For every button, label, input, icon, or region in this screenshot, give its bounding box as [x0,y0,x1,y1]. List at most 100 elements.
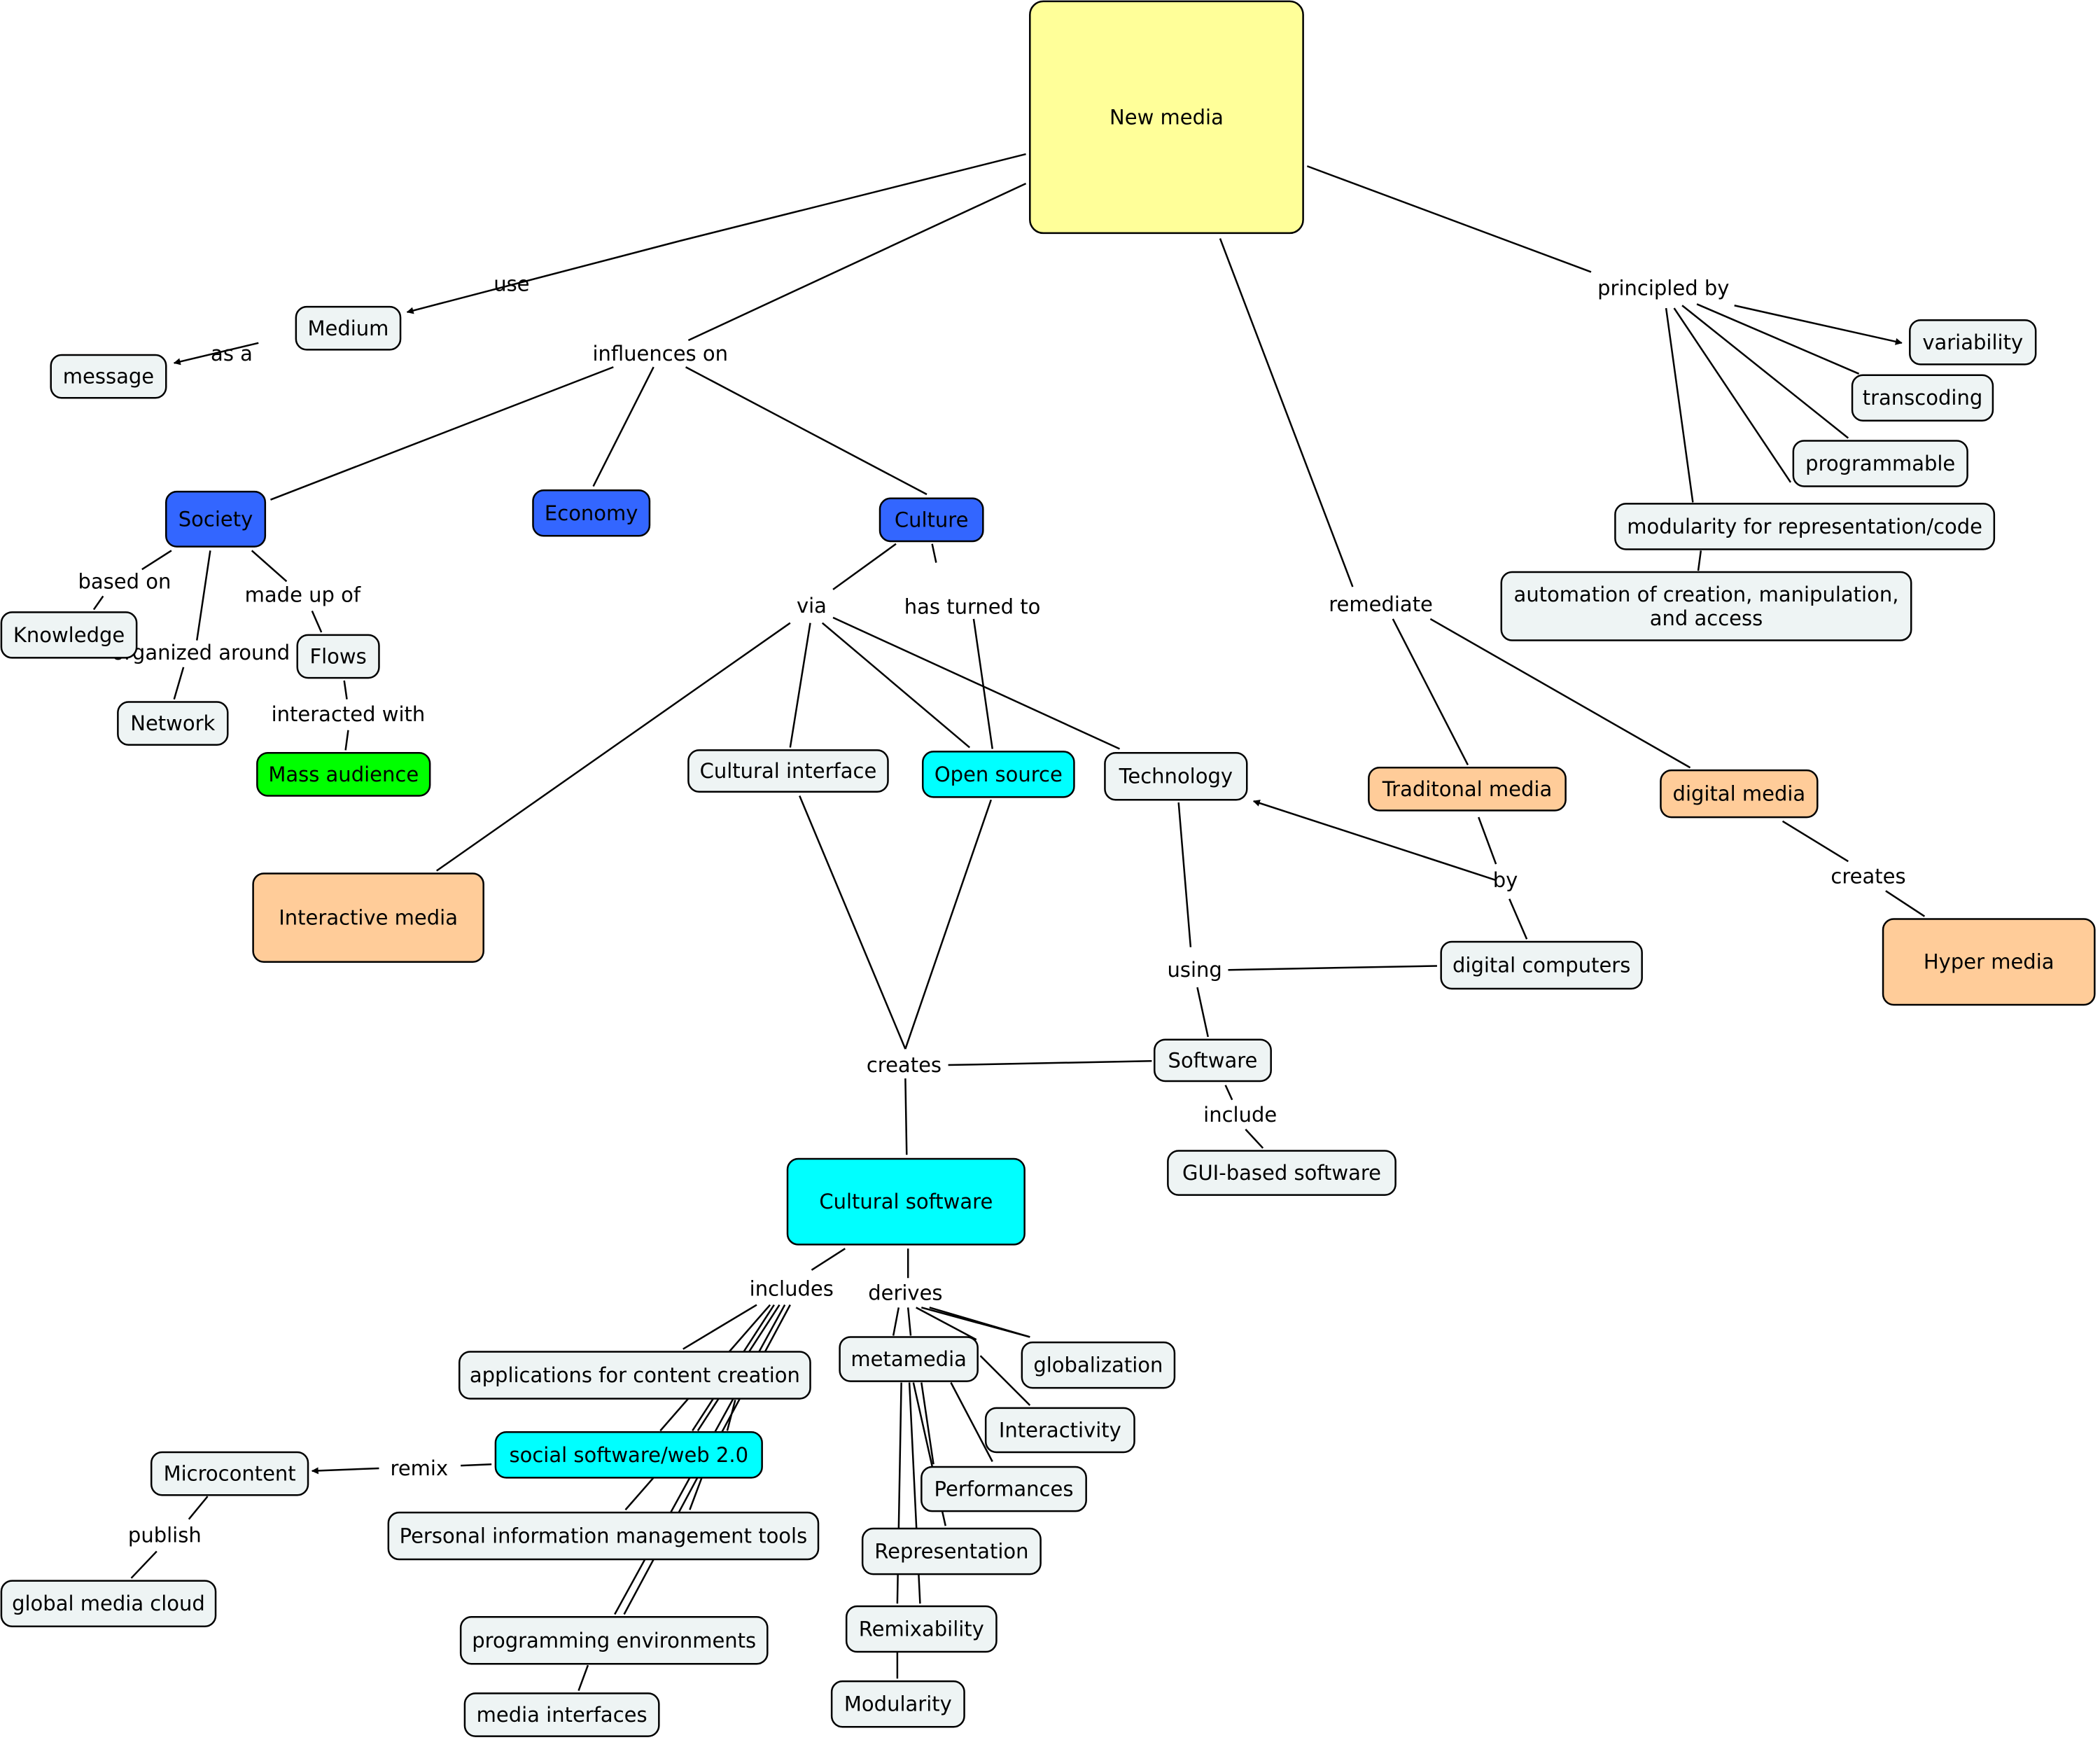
node-label: Culture [895,508,969,531]
connector-line [811,1248,846,1271]
node-hyper-media[interactable]: Hyper media [1882,918,2096,1006]
node-mass-audience[interactable]: Mass audience [256,752,431,797]
node-label: Hyper media [1924,950,2054,974]
node-programmable[interactable]: programmable [1792,440,1968,487]
link-label-remediate: remediate [1329,592,1433,616]
node-box [463,1692,660,1737]
connector-line [436,622,791,872]
node-box [117,701,229,746]
node-digital-media[interactable]: digital media [1660,769,1819,819]
link-label-principled-by: principled by [1597,276,1729,300]
arrow-connector [406,240,680,314]
node-label: Open source [934,763,1063,786]
node-new-media[interactable]: New media [1029,0,1304,235]
link-label-interacted-with: interacted with [272,702,426,726]
node-cultural-interface[interactable]: Cultural interface [687,749,889,793]
connector-line [1697,550,1702,571]
connector-line [821,622,971,749]
node-technology[interactable]: Technology [1104,752,1248,801]
node-programming-env[interactable]: programming environments [459,1616,769,1665]
node-microcontent[interactable]: Microcontent [150,1451,309,1496]
link-label-derives: derives [868,1281,942,1304]
node-culture[interactable]: Culture [878,497,984,543]
link-label-as-a: as a [211,342,253,366]
arrow-connector [1734,305,1903,345]
node-globalization[interactable]: globalization [1021,1341,1176,1389]
node-label: Economy [545,501,638,525]
node-box [921,751,1075,798]
node-open-source[interactable]: Open source [921,751,1075,798]
node-modularity[interactable]: Modularity [830,1680,965,1728]
node-economy[interactable]: Economy [532,489,651,537]
node-automation[interactable]: automation of creation, manipulation,and… [1500,571,1912,641]
node-flows[interactable]: Flows [296,634,380,679]
node-label: Network [130,711,215,735]
node-remixability[interactable]: Remixability [845,1605,997,1653]
node-box [296,634,380,679]
connector-line [892,1307,900,1336]
node-transcoding[interactable]: transcoding [1851,374,1994,422]
connector-line [1429,618,1691,769]
link-label-organized-around: organized around [112,641,290,664]
node-media-interfaces[interactable]: media interfaces [463,1692,660,1737]
node-message[interactable]: message [50,354,167,399]
node-traditional-media[interactable]: Traditonal media [1368,767,1567,812]
node-society[interactable]: Society [164,490,267,548]
node-apps-content[interactable]: applications for content creation [458,1351,811,1400]
node-label: automation of creation, manipulation, [1514,583,1899,606]
node-label: Society [178,507,253,531]
node-label: Interactive media [279,906,458,930]
node-box [1440,940,1643,990]
connector-line [1306,165,1592,273]
node-box [1368,767,1567,812]
connector-line [1681,305,1849,439]
node-label: Microcontent [164,1462,296,1486]
connector-line [1696,303,1860,375]
connector-line [789,622,811,748]
node-pim-tools[interactable]: Personal information management tools [387,1511,820,1561]
node-interactivity[interactable]: Interactivity [984,1407,1135,1454]
connector-line [1508,898,1528,940]
node-knowledge[interactable]: Knowledge [0,611,138,659]
node-box [459,1616,769,1665]
connector-line [196,550,211,641]
node-global-media-cloud[interactable]: global media cloud [0,1580,217,1627]
node-modularity-rep[interactable]: modularity for representation/code [1614,503,1996,550]
arrow-connector [311,1467,379,1475]
node-cultural-software[interactable]: Cultural software [786,1157,1026,1246]
node-label: programming environments [472,1629,756,1652]
node-performances[interactable]: Performances [920,1466,1087,1512]
node-box [920,1466,1087,1512]
node-label: Software [1168,1048,1258,1072]
node-variability[interactable]: variability [1909,319,2037,366]
node-label: digital media [1673,782,1806,806]
connector-line [682,1304,757,1350]
node-gui-software[interactable]: GUI-based software [1167,1150,1396,1196]
node-social-software[interactable]: social software/web 2.0 [494,1431,763,1479]
node-digital-computers[interactable]: digital computers [1440,940,1643,990]
connector-line [624,1477,654,1511]
node-software[interactable]: Software [1153,1038,1272,1083]
node-network[interactable]: Network [117,701,229,746]
node-interactive-media[interactable]: Interactive media [252,872,484,963]
connector-line [916,1307,977,1341]
connector-line [948,1060,1152,1066]
node-medium[interactable]: Medium [295,305,402,351]
link-label-made-up-of: made up of [245,583,361,606]
node-label: and access [1650,606,1763,630]
node-box [0,1580,217,1627]
node-metamedia[interactable]: metamedia [839,1336,979,1382]
node-label: modularity for representation/code [1627,515,1982,538]
node-representation[interactable]: Representation [861,1527,1042,1575]
node-label: Medium [307,316,388,340]
node-box [1660,769,1819,819]
node-box [1851,374,1994,422]
connector-line [311,610,323,633]
connector-line [1673,307,1792,483]
node-label: Mass audience [268,763,419,786]
node-label: Cultural interface [700,759,877,783]
node-box [252,872,484,963]
